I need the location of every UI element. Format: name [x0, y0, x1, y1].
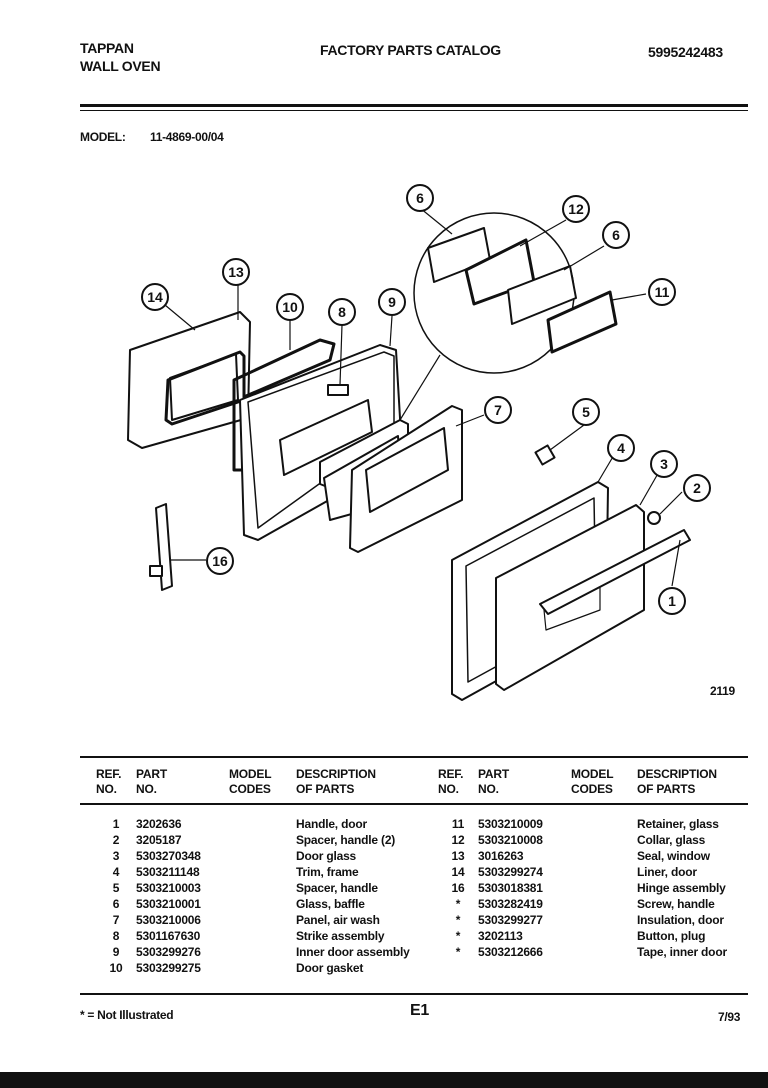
- header-rule-thin: [80, 110, 748, 111]
- figure-number: 2119: [710, 684, 735, 698]
- hinge-shape: [155, 503, 173, 591]
- revision-date: 7/93: [718, 1010, 741, 1024]
- model-value: 11-4869-00/04: [150, 130, 224, 144]
- callout-9: 9: [388, 294, 396, 310]
- col-ref-left: REF.NO.: [96, 767, 122, 796]
- callout-13: 13: [228, 264, 244, 280]
- exploded-parts-diagram: 1 2 3 4 5 6 6 7 8 9 10 11 12 13 14 16: [127, 184, 711, 701]
- callout-8: 8: [338, 304, 346, 320]
- callout-16: 16: [212, 553, 228, 569]
- brand-line-2: WALL OVEN: [80, 58, 161, 74]
- callout-5: 5: [582, 404, 590, 420]
- brand-line-1: TAPPAN: [80, 40, 134, 56]
- table-top-rule: [80, 756, 748, 758]
- catalog-number: 5995242483: [648, 44, 723, 60]
- callout-3: 3: [660, 456, 668, 472]
- header-rule: [80, 104, 748, 107]
- model-label: MODEL:: [80, 130, 126, 144]
- callout-2: 2: [693, 480, 701, 496]
- scan-edge-bar: [0, 1072, 768, 1088]
- page-number: E1: [410, 1002, 429, 1019]
- callout-12: 12: [568, 201, 584, 217]
- callout-4: 4: [617, 440, 625, 456]
- callout-10: 10: [282, 299, 298, 315]
- callout-11: 11: [655, 284, 670, 300]
- callout-7: 7: [494, 402, 502, 418]
- col-ref-right: REF.NO.: [438, 767, 464, 796]
- callout-14: 14: [147, 289, 163, 305]
- door-handle-shape: [539, 529, 691, 615]
- catalog-title: FACTORY PARTS CATALOG: [320, 42, 501, 58]
- callout-6b: 6: [612, 227, 620, 243]
- callout-6a: 6: [416, 190, 424, 206]
- table-header-rule: [80, 803, 748, 805]
- callout-1: 1: [668, 593, 676, 609]
- not-illustrated-note: * = Not Illustrated: [80, 1008, 174, 1022]
- footer-rule: [80, 993, 748, 995]
